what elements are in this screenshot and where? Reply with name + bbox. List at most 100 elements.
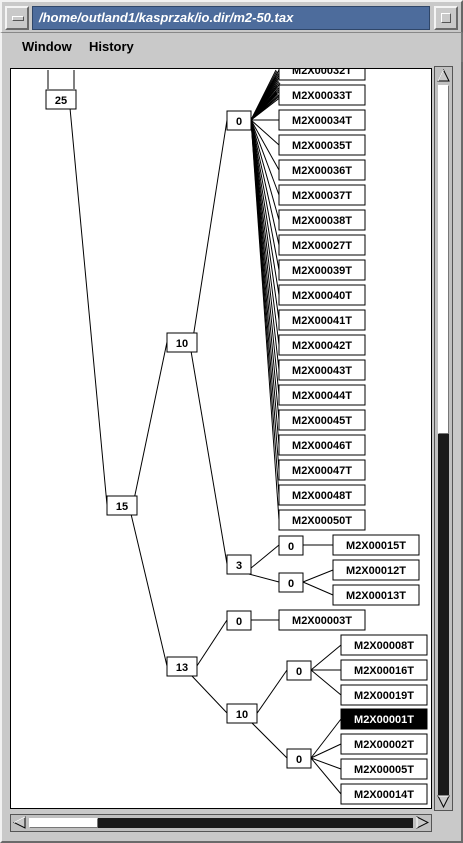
menu-history[interactable]: History <box>89 39 134 54</box>
leaf-node-box[interactable] <box>278 359 366 381</box>
leaf-node-box[interactable] <box>278 409 366 431</box>
title-bar[interactable]: /home/outland1/kasprzak/io.dir/m2-50.tax <box>0 0 463 33</box>
scroll-down-arrow-icon[interactable] <box>437 794 450 808</box>
window-menu-button[interactable] <box>5 6 29 30</box>
leaf-node-label[interactable]: M2X00036T <box>292 165 352 177</box>
leaf-node-label[interactable]: M2X00012T <box>346 565 406 577</box>
leaf-node-box[interactable] <box>332 584 420 606</box>
leaf-node-box[interactable] <box>278 259 366 281</box>
leaf-node-box[interactable] <box>278 384 366 406</box>
leaf-node-box[interactable] <box>332 559 420 581</box>
leaf-node-label[interactable]: M2X00041T <box>292 315 352 327</box>
leaf-node-label[interactable]: M2X00002T <box>354 739 414 751</box>
internal-node-box[interactable] <box>106 495 138 516</box>
internal-node-box[interactable] <box>226 110 252 131</box>
leaf-node-label[interactable]: M2X00050T <box>292 515 352 527</box>
leaf-node-label[interactable]: M2X00043T <box>292 365 352 377</box>
internal-node-label[interactable]: 15 <box>116 501 128 513</box>
leaf-node-box[interactable] <box>340 634 428 656</box>
leaf-node-label[interactable]: M2X00033T <box>292 90 352 102</box>
leaf-node-box[interactable] <box>278 484 366 506</box>
leaf-node-box[interactable] <box>278 459 366 481</box>
leaf-node-box[interactable] <box>278 284 366 306</box>
horizontal-scroll-trough[interactable] <box>29 818 413 828</box>
leaf-node-box[interactable] <box>340 733 428 755</box>
taxonomy-tree[interactable]: M2X00032T M2X00033T M2X00034T M2X00035T M2X0… <box>11 69 431 808</box>
internal-node-label[interactable]: 0 <box>296 666 302 678</box>
leaf-node-label[interactable]: M2X00016T <box>354 665 414 677</box>
internal-node-label[interactable]: 3 <box>236 560 242 572</box>
leaf-node-label[interactable]: M2X00039T <box>292 265 352 277</box>
leaf-node-box[interactable] <box>332 534 420 556</box>
internal-node-label[interactable]: 25 <box>55 95 67 107</box>
vertical-scroll-trough[interactable] <box>438 85 449 797</box>
tree-canvas[interactable]: M2X00032T M2X00033T M2X00034T M2X00035T M2X0… <box>10 68 432 809</box>
leaf-node-box[interactable] <box>278 309 366 331</box>
leaf-node-label[interactable]: M2X00034T <box>292 115 352 127</box>
menu-window[interactable]: Window <box>22 39 72 54</box>
leaf-node-label[interactable]: M2X00008T <box>354 640 414 652</box>
vertical-scrollbar[interactable] <box>434 66 453 811</box>
leaf-node-label[interactable]: M2X00038T <box>292 215 352 227</box>
scroll-left-arrow-icon[interactable] <box>13 816 27 829</box>
leaf-node-label[interactable]: M2X00037T <box>292 190 352 202</box>
leaf-node-label[interactable]: M2X00019T <box>354 690 414 702</box>
leaf-node-label[interactable]: M2X00046T <box>292 440 352 452</box>
internal-node-label[interactable]: 10 <box>236 709 248 721</box>
leaf-node-label[interactable]: M2X00015T <box>346 540 406 552</box>
leaf-node-box[interactable] <box>278 509 366 531</box>
leaf-node-box[interactable] <box>278 134 366 156</box>
leaf-node-box[interactable] <box>278 109 366 131</box>
title-area[interactable]: /home/outland1/kasprzak/io.dir/m2-50.tax <box>32 6 430 30</box>
horizontal-scroll-thumb[interactable] <box>29 818 98 828</box>
internal-node-box[interactable] <box>166 656 198 677</box>
internal-node-label[interactable]: 0 <box>236 616 242 628</box>
leaf-node-box[interactable] <box>278 609 366 631</box>
internal-node-label[interactable]: 0 <box>236 116 242 128</box>
leaf-node-box[interactable] <box>278 334 366 356</box>
leaf-node-label[interactable]: M2X00035T <box>292 140 352 152</box>
leaf-node-label[interactable]: M2X00014T <box>354 789 414 801</box>
internal-node-label[interactable]: 13 <box>176 662 188 674</box>
internal-node-box[interactable] <box>278 572 304 593</box>
scroll-up-arrow-icon[interactable] <box>437 69 450 83</box>
leaf-node-label-selected[interactable]: M2X00001T <box>354 714 414 726</box>
leaf-node-label[interactable]: M2X00045T <box>292 415 352 427</box>
leaf-node-label[interactable]: M2X00005T <box>354 764 414 776</box>
horizontal-scrollbar[interactable] <box>10 814 432 832</box>
leaf-node-label[interactable]: M2X00048T <box>292 490 352 502</box>
internal-node-label[interactable]: 0 <box>296 754 302 766</box>
leaf-node-label[interactable]: M2X00027T <box>292 240 352 252</box>
internal-node-box[interactable] <box>286 660 312 681</box>
leaf-node-box[interactable] <box>340 684 428 706</box>
leaf-node-box[interactable] <box>278 209 366 231</box>
leaf-node-label[interactable]: M2X00003T <box>292 615 352 627</box>
internal-node-label[interactable]: 0 <box>288 578 294 590</box>
leaf-node-label[interactable]: M2X00013T <box>346 590 406 602</box>
leaf-node-box[interactable] <box>340 758 428 780</box>
leaf-node-box[interactable] <box>340 783 428 805</box>
internal-node-box[interactable] <box>286 748 312 769</box>
leaf-node-label[interactable]: M2X00032T <box>292 69 352 77</box>
leaf-node-label[interactable]: M2X00042T <box>292 340 352 352</box>
scroll-right-arrow-icon[interactable] <box>415 816 429 829</box>
leaf-node-box[interactable] <box>340 708 428 730</box>
leaf-node-label[interactable]: M2X00044T <box>292 390 352 402</box>
vertical-scroll-thumb[interactable] <box>438 85 449 434</box>
leaf-node-box[interactable] <box>278 184 366 206</box>
internal-node-box[interactable] <box>278 535 304 556</box>
leaf-node-label[interactable]: M2X00047T <box>292 465 352 477</box>
internal-node-box[interactable] <box>166 332 198 353</box>
internal-node-label[interactable]: 0 <box>288 541 294 553</box>
leaf-node-box[interactable] <box>278 69 366 81</box>
leaf-node-box[interactable] <box>340 659 428 681</box>
internal-node-box[interactable] <box>226 703 258 724</box>
leaf-node-box[interactable] <box>278 234 366 256</box>
leaf-node-box[interactable] <box>278 84 366 106</box>
maximize-button[interactable] <box>434 6 458 30</box>
leaf-node-label[interactable]: M2X00040T <box>292 290 352 302</box>
internal-node-box[interactable] <box>226 610 252 631</box>
internal-node-box[interactable] <box>226 554 252 575</box>
internal-node-box[interactable] <box>45 89 77 110</box>
leaf-node-box[interactable] <box>278 159 366 181</box>
